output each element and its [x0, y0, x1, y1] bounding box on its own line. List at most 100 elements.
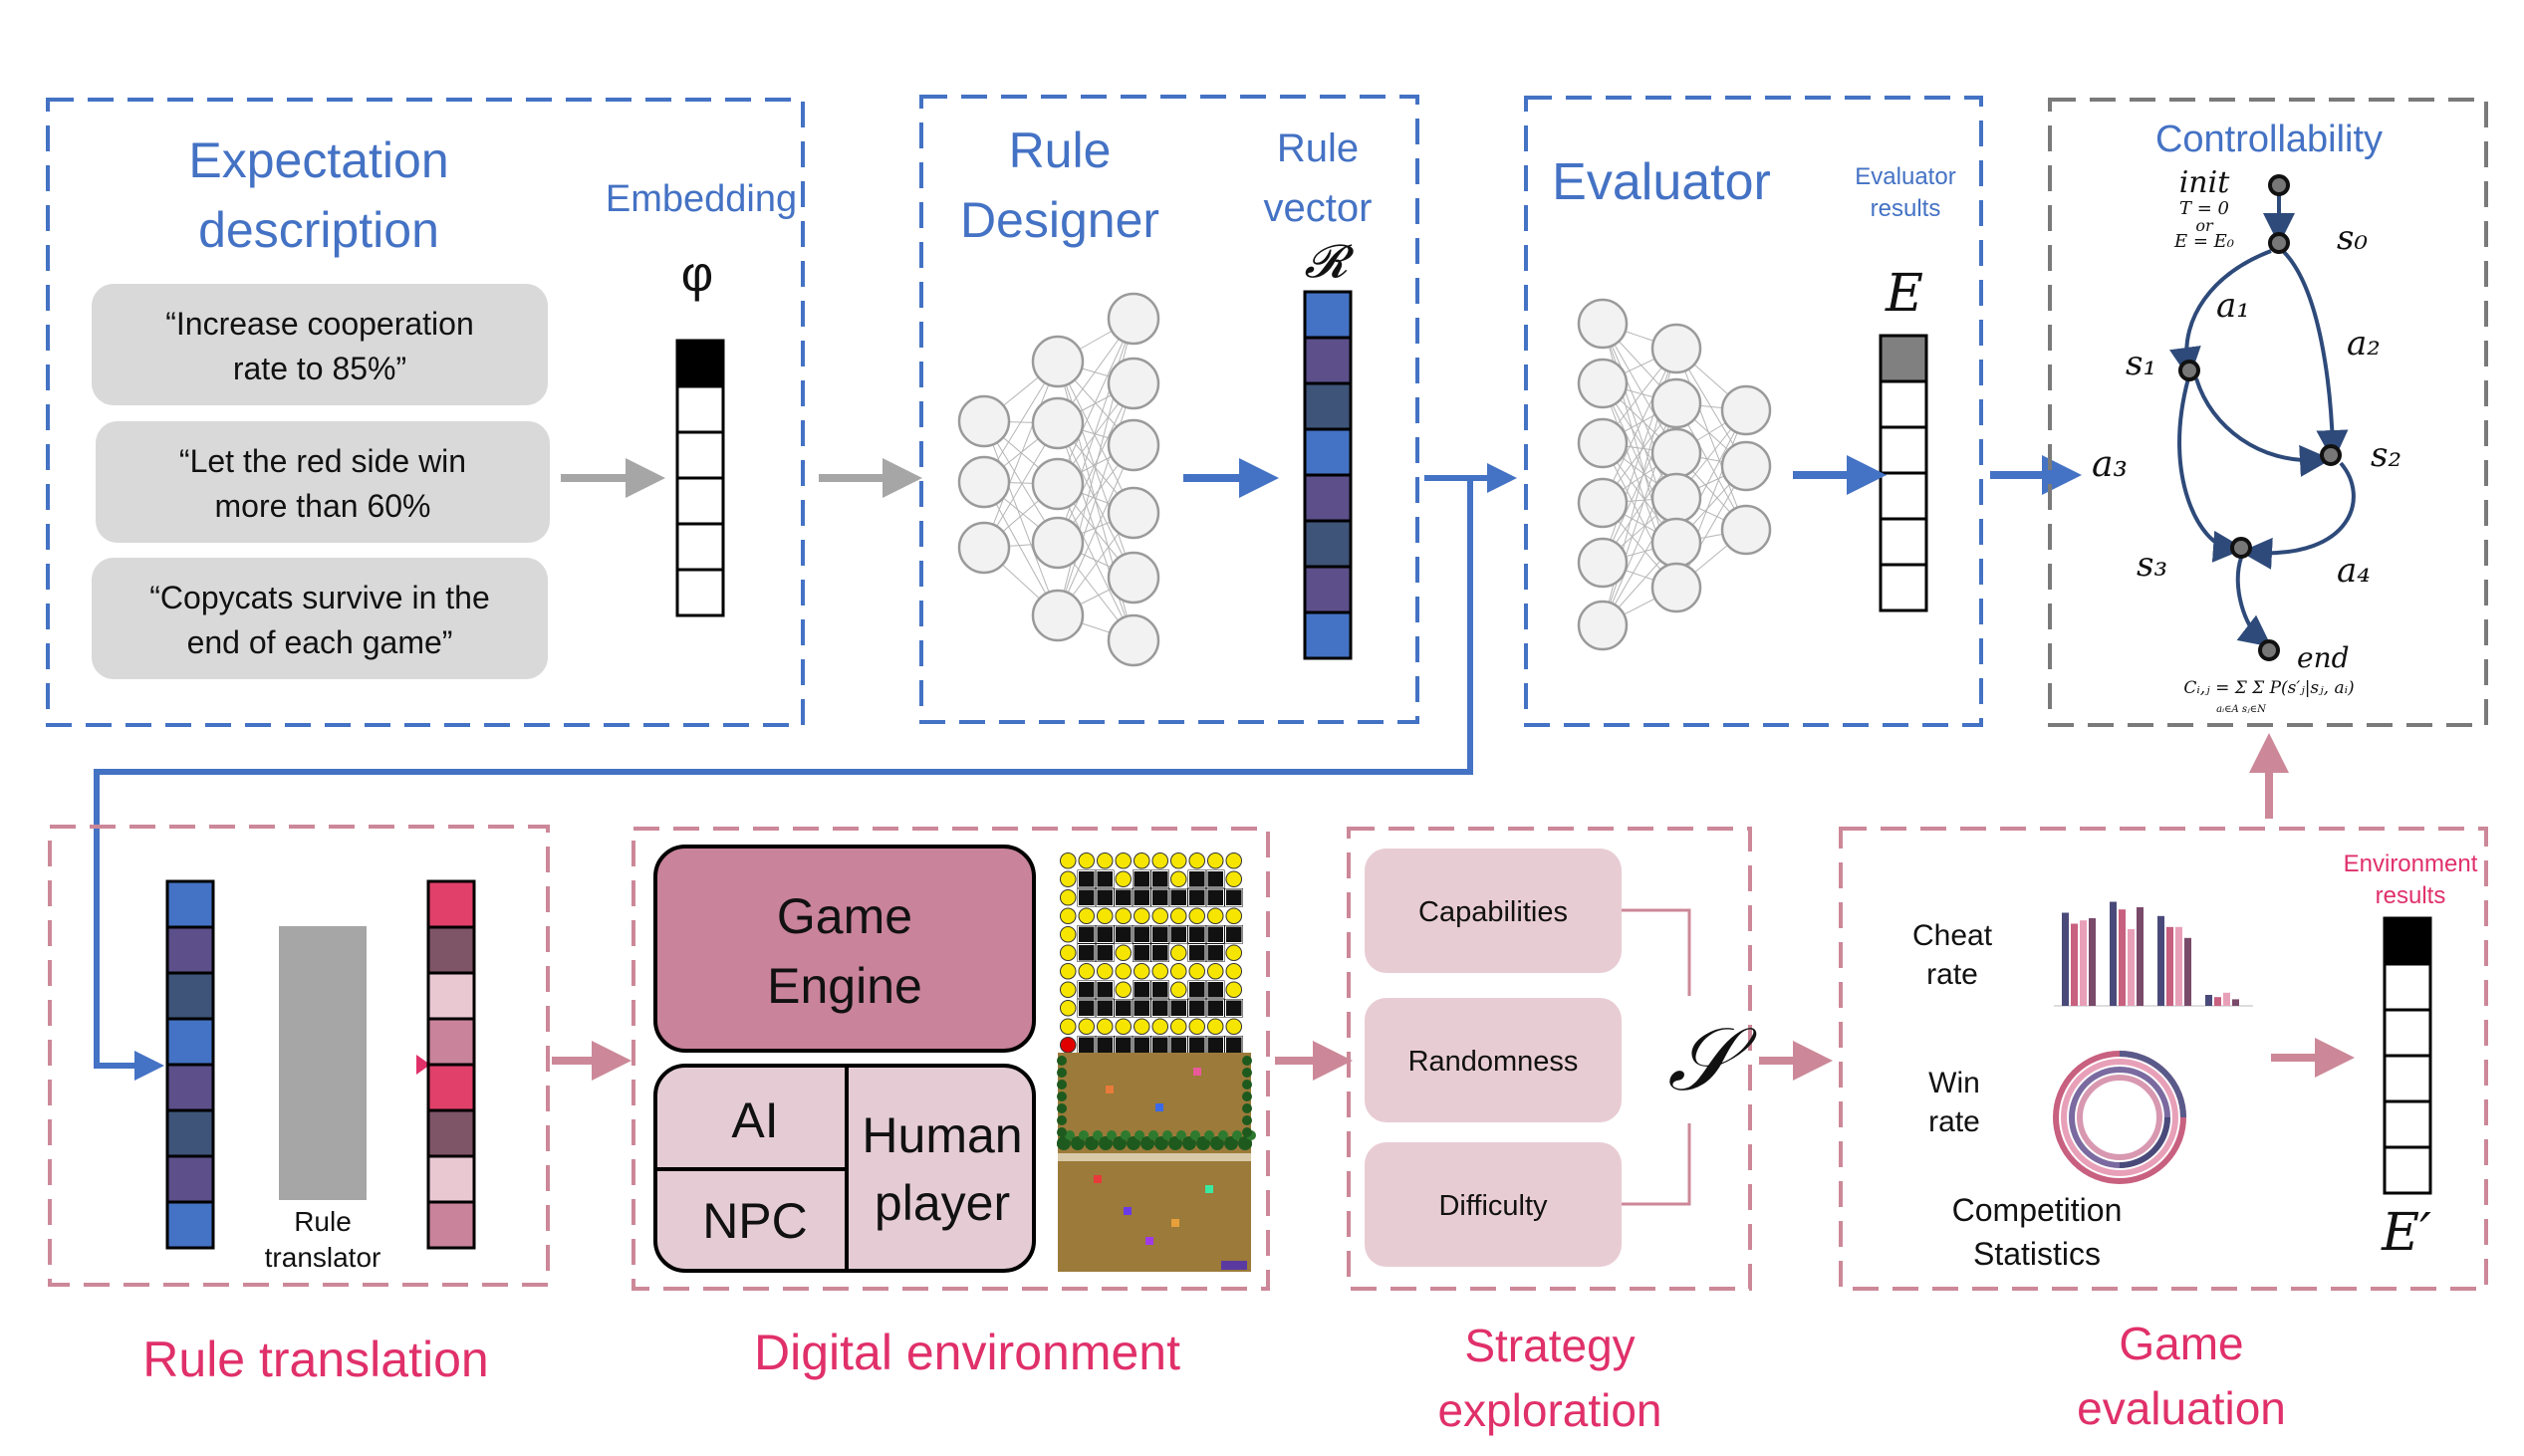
- translation-input-cell: [165, 1200, 215, 1250]
- grid-token: [1115, 851, 1133, 869]
- node-s2: [2320, 444, 2342, 466]
- donut-ring: [2077, 1075, 2162, 1160]
- env-results-cell: [2383, 916, 2432, 966]
- node-s3: [2230, 537, 2252, 559]
- quote-3-line1: “Copycats survive in the: [149, 580, 489, 615]
- rule-designer-border: [919, 95, 1419, 724]
- grid-cell: [1188, 1036, 1206, 1054]
- env-results-cell: [2383, 962, 2432, 1012]
- label-a1: a₁: [2216, 286, 2250, 326]
- network-edge: [983, 361, 1059, 549]
- capabilities-pill: [1365, 849, 1622, 973]
- grid-cell: [1096, 888, 1114, 906]
- field-game-road: [1058, 1153, 1251, 1161]
- tree: [1140, 1136, 1154, 1150]
- tree: [1057, 1103, 1067, 1113]
- translation-input-cell: [165, 879, 215, 929]
- edge-s1-s2: [2194, 377, 2332, 477]
- rule-translator-label-line2: translator: [265, 1242, 381, 1273]
- randomness-label: Randomness: [1408, 1046, 1579, 1078]
- grid-cell: [1078, 1036, 1096, 1054]
- translation-output-cell: [426, 1154, 476, 1204]
- grid-token: [1188, 962, 1206, 980]
- quote-1-line2: rate to 85%”: [233, 351, 406, 386]
- grid-token: [1096, 1018, 1114, 1036]
- randomness-pill: [1365, 998, 1622, 1122]
- expectation-title-line2: description: [198, 202, 439, 258]
- grid-cell: [1133, 999, 1150, 1017]
- controllability-border: [2048, 98, 2488, 727]
- quote-1-line1: “Increase cooperation: [165, 306, 474, 342]
- grid-token: [1115, 870, 1133, 888]
- mini-bar: [2119, 909, 2126, 1006]
- field-game-trees: [1057, 1056, 1256, 1150]
- tree: [1204, 1130, 1214, 1140]
- field-game-thumbnail: [1057, 1053, 1256, 1272]
- node-end: [2258, 639, 2280, 661]
- evaluator-results-cell: [1879, 563, 1928, 612]
- network-node: [1650, 323, 1702, 374]
- tree: [1190, 1130, 1200, 1140]
- tree: [1242, 1092, 1252, 1101]
- cheat-rate-line1: Cheat: [1912, 919, 1993, 952]
- mini-bar: [2223, 992, 2230, 1006]
- grid-cell: [1206, 888, 1224, 906]
- grid-token: [1151, 1018, 1169, 1036]
- embedding-cell: [675, 384, 725, 434]
- grid-token: [1206, 851, 1224, 869]
- network-node: [1650, 472, 1702, 524]
- translation-output-cell: [426, 1063, 476, 1112]
- tree: [1057, 1092, 1067, 1101]
- competition-line1: Competition: [1952, 1192, 2123, 1228]
- grid-token: [1169, 851, 1187, 869]
- network-node: [1577, 358, 1629, 409]
- embedding-cell: [675, 568, 725, 617]
- grid-cell: [1096, 925, 1114, 943]
- mini-bar: [2137, 907, 2144, 1006]
- grid-cell: [1188, 888, 1206, 906]
- edge-s2-s3: [2240, 461, 2356, 570]
- t0-label: T = 0: [2179, 198, 2229, 219]
- evaluator-results-cell: [1879, 517, 1928, 567]
- grid-token: [1059, 981, 1077, 999]
- evaluator-results-vector: [1879, 334, 1928, 612]
- tree: [1224, 1136, 1238, 1150]
- field-game-logo: [1221, 1261, 1247, 1270]
- rule-designer-panel: Rule Designer Rule vector 𝓡: [919, 95, 1419, 724]
- grid-cell: [1078, 888, 1096, 906]
- network-edge: [1057, 444, 1135, 616]
- rule-vector-cell: [1303, 565, 1353, 614]
- grid-token: [1078, 851, 1096, 869]
- rule-translator-label-line1: Rule: [294, 1206, 352, 1237]
- network-edge: [1057, 382, 1135, 616]
- translation-output-cell: [426, 1017, 476, 1067]
- grid-cell: [1078, 999, 1096, 1017]
- tree: [1113, 1136, 1127, 1150]
- grid-cell: [1225, 888, 1243, 906]
- difficulty-pill: [1365, 1142, 1622, 1267]
- grid-cell: [1115, 888, 1133, 906]
- evaluator-results-cell: [1879, 334, 1928, 383]
- translation-input-cell: [165, 1108, 215, 1158]
- network-node: [957, 455, 1011, 509]
- difficulty-label: Difficulty: [1438, 1190, 1548, 1222]
- grid-cell: [1169, 888, 1187, 906]
- human-player-line1: Human: [862, 1107, 1022, 1163]
- tree: [1057, 1068, 1067, 1078]
- grid-cell: [1151, 870, 1169, 888]
- network-edge: [1057, 318, 1135, 485]
- grid-token: [1133, 1018, 1150, 1036]
- embedding-cell: [675, 430, 725, 480]
- translation-output-cell: [426, 971, 476, 1021]
- tree: [1099, 1136, 1113, 1150]
- network-node: [1720, 440, 1772, 492]
- network-node: [1031, 396, 1085, 450]
- translation-output-cell: [426, 879, 476, 929]
- rule-vector-label-line1: Rule: [1277, 126, 1359, 170]
- tree: [1154, 1136, 1168, 1150]
- env-results-label-line2: results: [2376, 882, 2446, 909]
- tree: [1071, 1136, 1085, 1150]
- rule-vector-cell: [1303, 381, 1353, 431]
- tree: [1196, 1136, 1210, 1150]
